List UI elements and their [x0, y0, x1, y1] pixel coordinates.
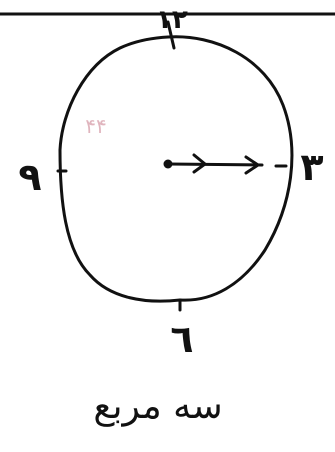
- faint-mark: ۴۴: [85, 114, 106, 138]
- clock-circle: [58, 35, 294, 303]
- caption: سه مربع: [93, 386, 222, 427]
- numeral-9: ٩: [18, 155, 41, 199]
- tick-12: [166, 20, 176, 50]
- hand-arrowhead-inner: [192, 153, 207, 174]
- clock-hand: [166, 162, 264, 167]
- numeral-3: ٣: [300, 145, 323, 189]
- numeral-6: ٦: [170, 317, 193, 361]
- hand-arrowhead-outer: [244, 155, 260, 175]
- numeral-12: ١٢: [156, 5, 188, 35]
